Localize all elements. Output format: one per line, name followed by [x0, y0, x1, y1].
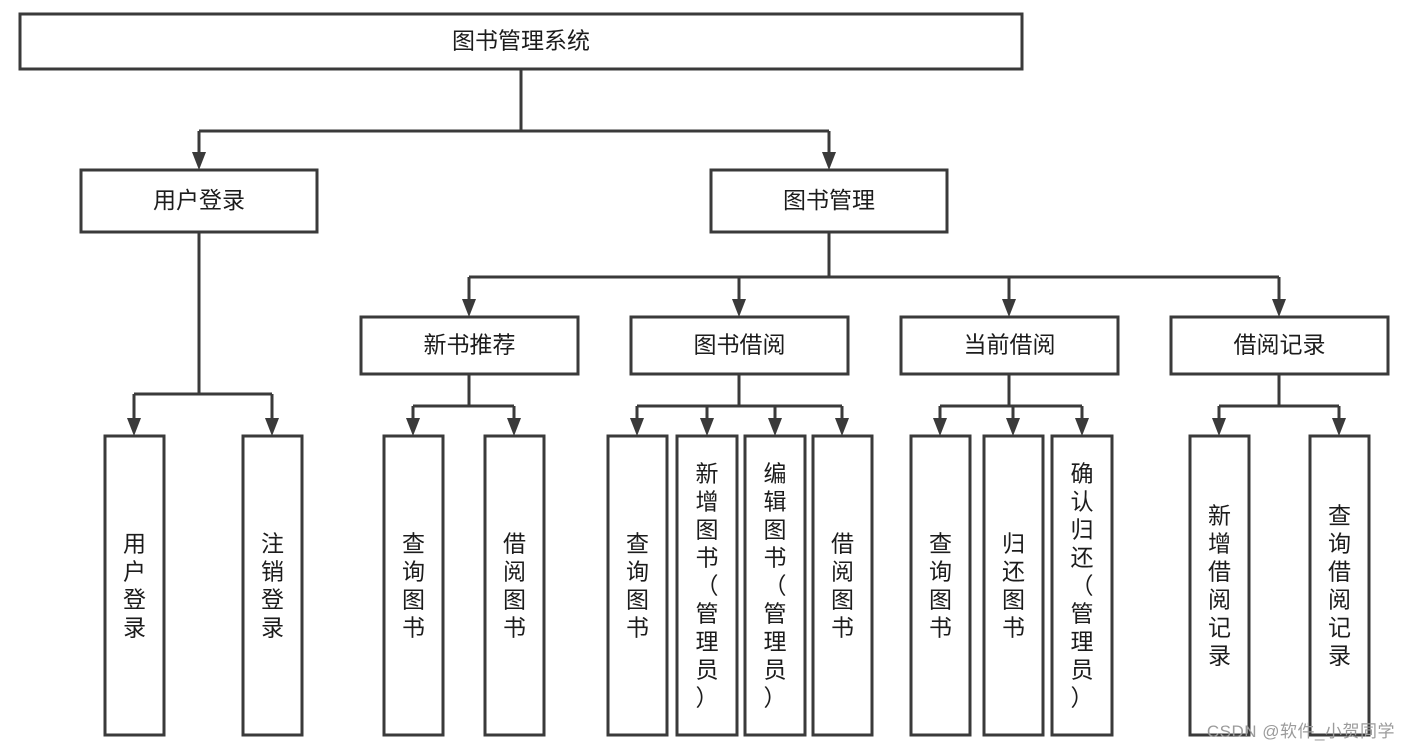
- node-leaf-edit-book-label: 编辑图书（管理员）: [764, 461, 787, 711]
- arrow-head-icon: [700, 418, 714, 436]
- node-leaf-query-record-box[interactable]: [1308, 434, 1371, 737]
- arrow-head-icon: [265, 418, 279, 436]
- arrow-head-icon: [1075, 418, 1089, 436]
- arrow-head-icon: [1006, 418, 1020, 436]
- node-leaf-return-book-label: 归还图书: [1002, 531, 1025, 641]
- node-leaf-logout-box[interactable]: [241, 434, 304, 737]
- node-current-borrow[interactable]: 当前借阅: [899, 315, 1120, 376]
- connector-bookmanage-to-level3: [462, 232, 1286, 317]
- connector-bookborrow-to-leaves: [630, 374, 849, 436]
- node-leaf-confirm-return-box[interactable]: [1050, 434, 1114, 737]
- node-leaf-borrow-book-rec-box[interactable]: [483, 434, 546, 737]
- node-leaf-confirm-return-label: 确认归还（管理员）: [1071, 461, 1094, 711]
- arrow-head-icon: [768, 418, 782, 436]
- node-leaf-borrow-book-rec-label: 借阅图书: [503, 531, 526, 641]
- node-root-box[interactable]: [18, 12, 1024, 71]
- node-leaf-borrow-book-rec[interactable]: 借阅图书: [483, 434, 546, 737]
- node-leaf-query-record[interactable]: 查询借阅记录: [1308, 434, 1371, 737]
- node-leaf-add-record-box[interactable]: [1188, 434, 1251, 737]
- arrow-head-icon: [406, 418, 420, 436]
- arrow-head-icon: [835, 418, 849, 436]
- arrow-head-icon: [1002, 299, 1016, 317]
- node-leaf-edit-book[interactable]: 编辑图书（管理员）: [743, 434, 807, 737]
- arrow-head-icon: [1332, 418, 1346, 436]
- node-book-manage-box[interactable]: [709, 168, 949, 234]
- node-leaf-add-book-label: 新增图书（管理员）: [696, 461, 719, 711]
- node-leaf-query-book-borrow-box[interactable]: [606, 434, 669, 737]
- node-current-borrow-box[interactable]: [899, 315, 1120, 376]
- connector-currentborrow-to-leaves: [933, 374, 1089, 436]
- node-leaf-query-book-borrow-label: 查询图书: [626, 531, 649, 641]
- node-new-book-rec-label: 新书推荐: [424, 332, 516, 358]
- node-leaf-borrow-book-label: 借阅图书: [831, 531, 854, 641]
- connector-newbookrec-to-leaves: [406, 374, 521, 436]
- node-borrow-record-box[interactable]: [1169, 315, 1390, 376]
- node-user-login-box[interactable]: [79, 168, 319, 234]
- node-leaf-edit-book-box[interactable]: [743, 434, 807, 737]
- node-leaf-return-book[interactable]: 归还图书: [982, 434, 1045, 737]
- arrow-head-icon: [630, 418, 644, 436]
- connectors-layer: [127, 69, 1346, 436]
- node-leaf-add-record-label: 新增借阅记录: [1208, 503, 1231, 669]
- node-leaf-query-book-cur-box[interactable]: [909, 434, 972, 737]
- connector-borrowrecord-to-leaves: [1212, 374, 1346, 436]
- node-borrow-record[interactable]: 借阅记录: [1169, 315, 1390, 376]
- arrow-head-icon: [933, 418, 947, 436]
- node-root-label: 图书管理系统: [452, 28, 590, 54]
- node-leaf-query-book-rec-label: 查询图书: [402, 531, 425, 641]
- node-leaf-confirm-return[interactable]: 确认归还（管理员）: [1050, 434, 1114, 737]
- node-book-borrow-box[interactable]: [629, 315, 850, 376]
- node-leaf-add-record[interactable]: 新增借阅记录: [1188, 434, 1251, 737]
- node-current-borrow-label: 当前借阅: [964, 332, 1056, 358]
- node-leaf-query-book-rec[interactable]: 查询图书: [382, 434, 445, 737]
- arrow-head-icon: [192, 152, 206, 170]
- node-leaf-user-login[interactable]: 用户登录: [103, 434, 166, 737]
- node-new-book-rec[interactable]: 新书推荐: [359, 315, 580, 376]
- arrow-head-icon: [1212, 418, 1226, 436]
- node-leaf-query-book-cur-label: 查询图书: [929, 531, 952, 641]
- nodes-layer: 图书管理系统用户登录图书管理新书推荐图书借阅当前借阅借阅记录用户登录注销登录查询…: [18, 12, 1390, 737]
- node-leaf-query-book-cur[interactable]: 查询图书: [909, 434, 972, 737]
- arrow-head-icon: [1272, 299, 1286, 317]
- node-borrow-record-label: 借阅记录: [1234, 332, 1326, 358]
- watermark-text: CSDN @软件_小贺同学: [1206, 722, 1395, 741]
- connector-root-to-level2: [192, 69, 836, 170]
- node-user-login-label: 用户登录: [153, 187, 245, 213]
- node-book-manage[interactable]: 图书管理: [709, 168, 949, 234]
- node-book-manage-label: 图书管理: [783, 187, 875, 213]
- node-book-borrow[interactable]: 图书借阅: [629, 315, 850, 376]
- node-leaf-query-record-label: 查询借阅记录: [1328, 503, 1351, 669]
- node-leaf-query-book-rec-box[interactable]: [382, 434, 445, 737]
- node-leaf-logout-label: 注销登录: [261, 531, 284, 641]
- arrow-head-icon: [507, 418, 521, 436]
- node-leaf-borrow-book[interactable]: 借阅图书: [811, 434, 874, 737]
- arrow-head-icon: [127, 418, 141, 436]
- node-root[interactable]: 图书管理系统: [18, 12, 1024, 71]
- node-leaf-logout[interactable]: 注销登录: [241, 434, 304, 737]
- arrow-head-icon: [462, 299, 476, 317]
- node-leaf-query-book-borrow[interactable]: 查询图书: [606, 434, 669, 737]
- arrow-head-icon: [732, 299, 746, 317]
- arrow-head-icon: [822, 152, 836, 170]
- node-new-book-rec-box[interactable]: [359, 315, 580, 376]
- node-leaf-return-book-box[interactable]: [982, 434, 1045, 737]
- connector-userlogin-to-leaves: [127, 232, 279, 436]
- node-user-login[interactable]: 用户登录: [79, 168, 319, 234]
- node-leaf-add-book[interactable]: 新增图书（管理员）: [675, 434, 739, 737]
- node-leaf-borrow-book-box[interactable]: [811, 434, 874, 737]
- node-leaf-user-login-label: 用户登录: [123, 531, 146, 641]
- node-book-borrow-label: 图书借阅: [694, 332, 786, 358]
- node-leaf-user-login-box[interactable]: [103, 434, 166, 737]
- node-leaf-add-book-box[interactable]: [675, 434, 739, 737]
